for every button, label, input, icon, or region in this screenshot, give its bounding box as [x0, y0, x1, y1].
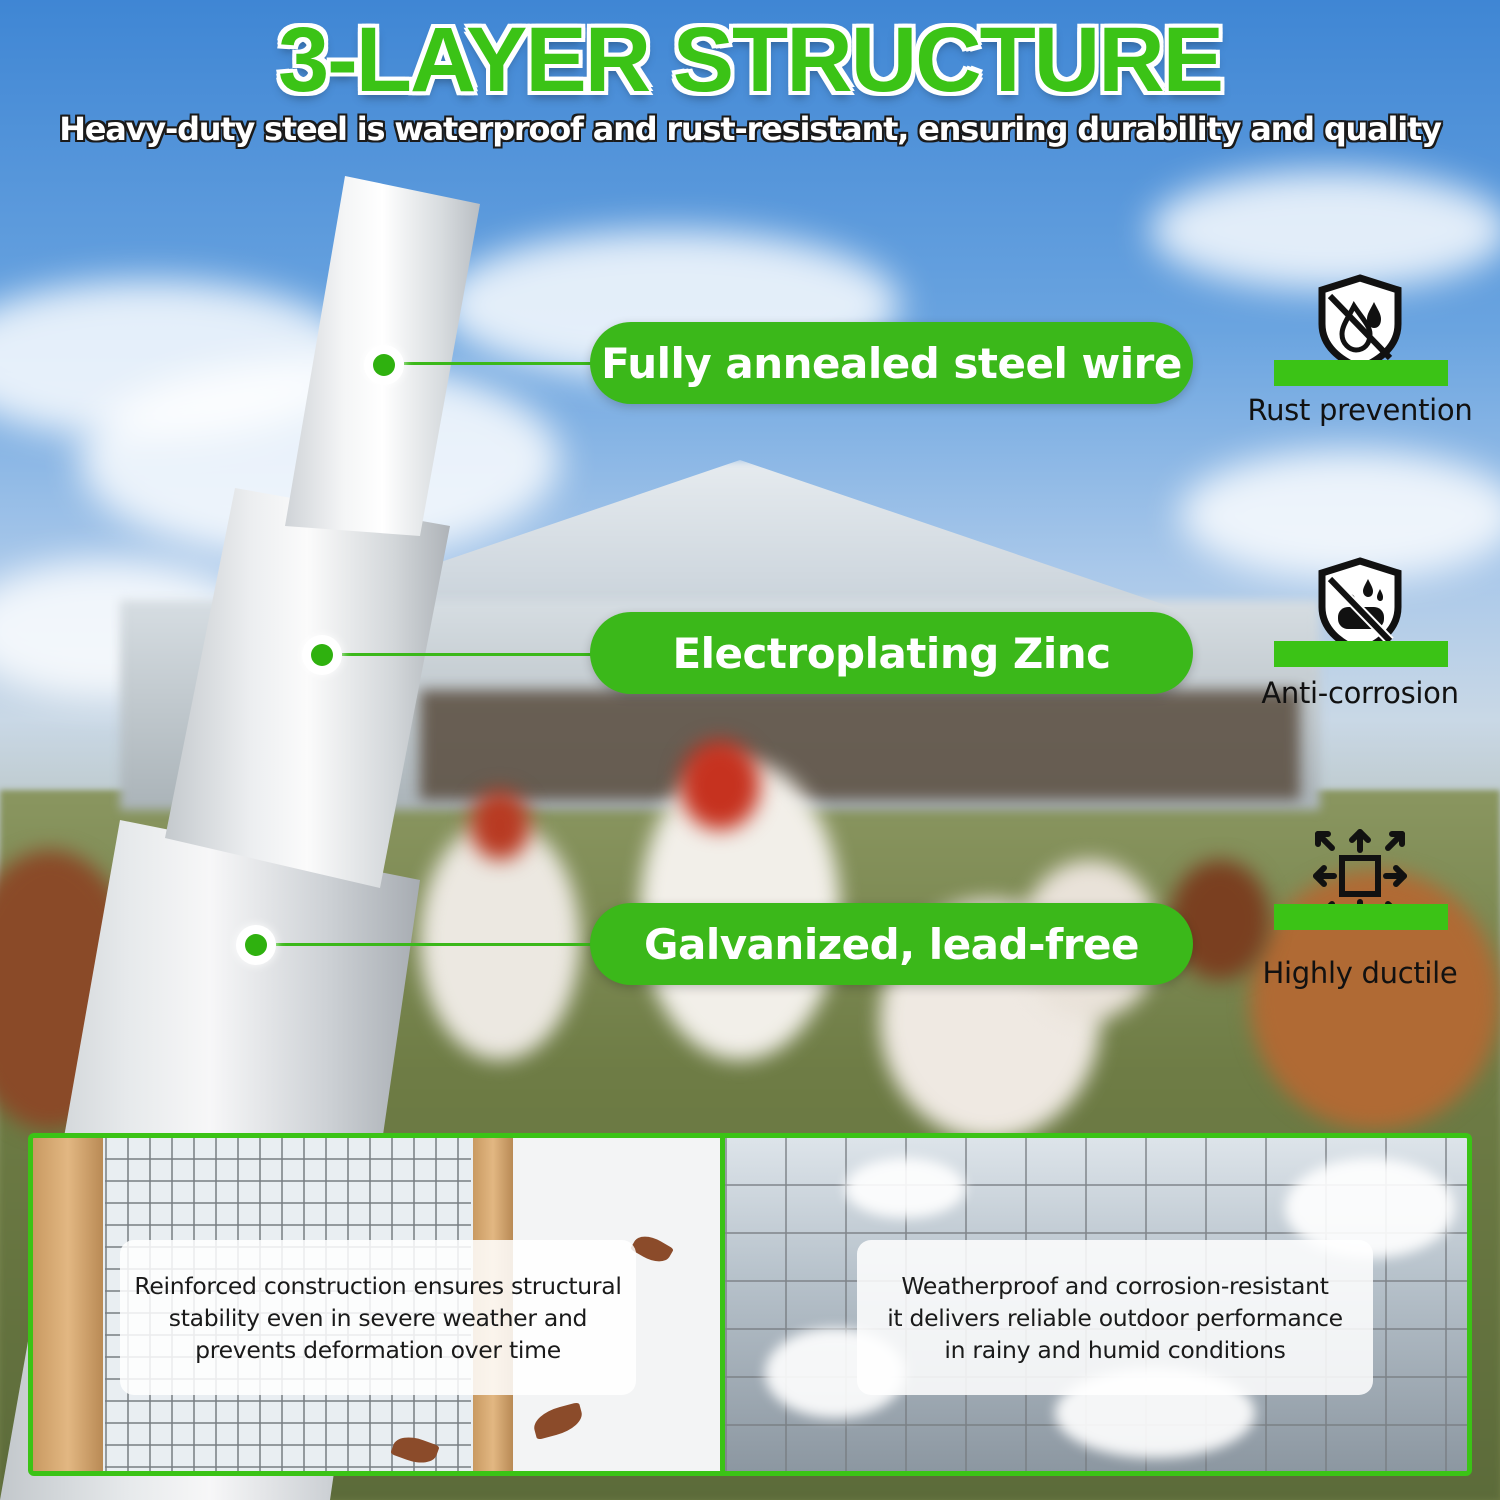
- feature-label-2: Anti-corrosion: [1261, 676, 1459, 710]
- leader-line-2: [342, 653, 594, 656]
- rust-shield-icon: [1318, 274, 1402, 372]
- caption-left-line-1: Reinforced construction ensures structur…: [134, 1271, 622, 1300]
- layer-marker-3: [236, 925, 276, 965]
- feature-bar-1: [1274, 360, 1448, 386]
- weather-stability-caption: Reinforced construction ensures structur…: [120, 1240, 636, 1395]
- caption-left-line-3: prevents deformation over time: [195, 1335, 561, 1364]
- leader-line-3: [276, 943, 594, 946]
- feature-bar-3: [1274, 904, 1448, 930]
- caption-right-line-2: it delivers reliable outdoor performance: [887, 1303, 1343, 1332]
- weatherproof-caption: Weatherproof and corrosion-resistant it …: [857, 1240, 1373, 1395]
- layer-marker-1: [364, 345, 404, 385]
- feature-label-1: Rust prevention: [1247, 393, 1473, 427]
- layer-marker-2: [302, 635, 342, 675]
- layer-label-2: Electroplating Zinc: [590, 612, 1193, 694]
- leader-line-1: [404, 362, 594, 365]
- layer-label-3: Galvanized, lead-free: [590, 903, 1193, 985]
- caption-right-line-1: Weatherproof and corrosion-resistant: [901, 1271, 1329, 1300]
- feature-label-3: Highly ductile: [1262, 956, 1458, 990]
- page-title: 3-LAYER STRUCTURE: [277, 9, 1224, 111]
- caption-right-line-3: in rainy and humid conditions: [944, 1335, 1286, 1364]
- feature-bar-2: [1274, 641, 1448, 667]
- corrosion-shield-icon: [1318, 557, 1402, 655]
- layer-label-1: Fully annealed steel wire: [590, 322, 1193, 404]
- page-subtitle: Heavy-duty steel is waterproof and rust-…: [59, 110, 1442, 148]
- caption-left-line-2: stability even in severe weather and: [168, 1303, 588, 1332]
